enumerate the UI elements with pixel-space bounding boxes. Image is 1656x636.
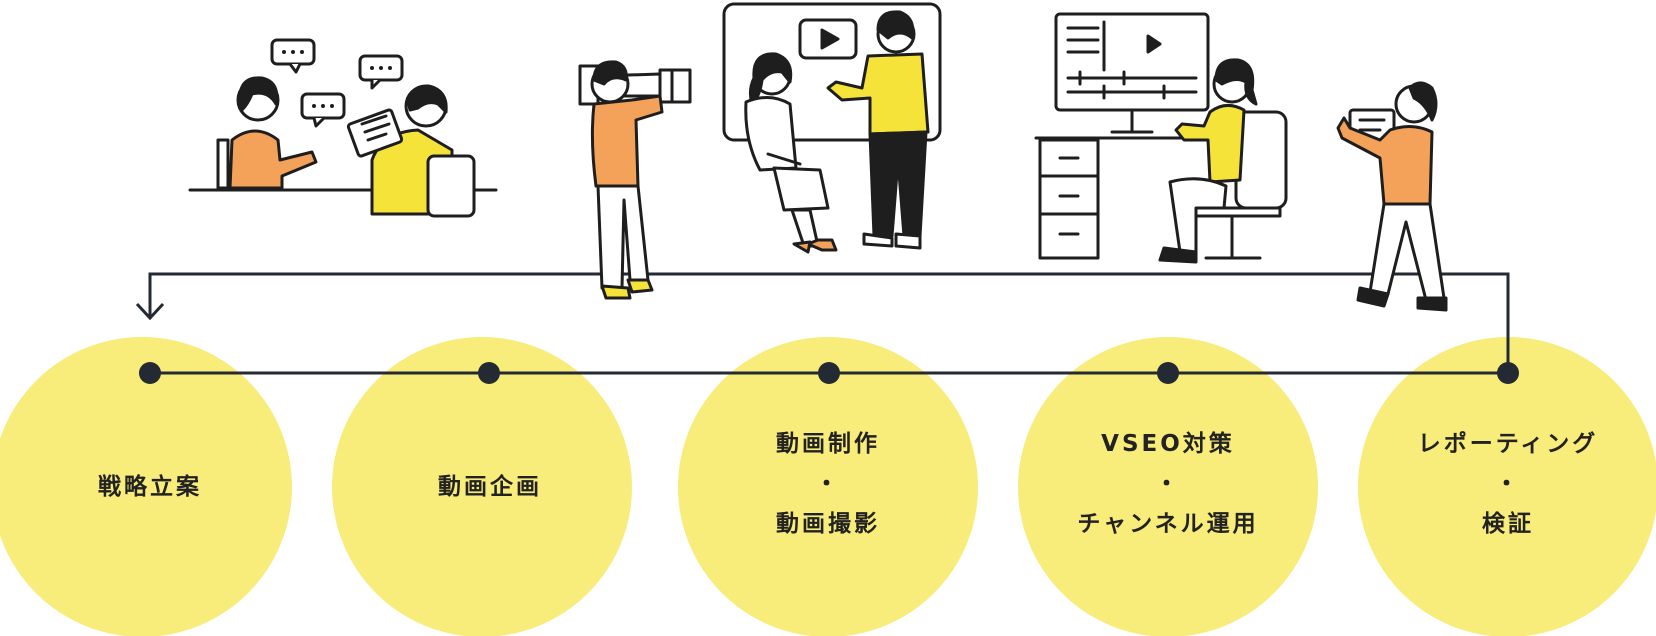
cameraman-illustration-icon	[578, 60, 692, 300]
step-circles	[0, 337, 1656, 636]
timeline-dot-4	[1157, 362, 1179, 384]
step-label-3: 動画制作 ・ 動画撮影	[678, 424, 978, 544]
step-label-5-line-2: ・	[1495, 471, 1521, 497]
step-label-2: 動画企画	[340, 467, 640, 507]
step-label-4-line-3: チャンネル運用	[1077, 511, 1259, 537]
step-label-3-line-2: ・	[815, 471, 841, 497]
meeting-illustration-icon	[188, 38, 498, 218]
timeline-dots	[139, 362, 1519, 384]
step-label-1-line-1: 戦略立案	[98, 474, 202, 500]
timeline-dot-2	[478, 362, 500, 384]
video-screen-illustration-icon	[722, 2, 942, 254]
timeline-dot-1	[139, 362, 161, 384]
loop-arrow-head-icon	[135, 302, 165, 321]
timeline-dot-5	[1497, 362, 1519, 384]
step-label-5: レポーティング ・ 検証	[1358, 424, 1656, 544]
timeline-dot-3	[818, 362, 840, 384]
step-circle-3	[678, 337, 978, 636]
step-label-4-line-2: ・	[1155, 471, 1181, 497]
step-label-1: 戦略立案	[0, 467, 300, 507]
loop-back-line	[148, 272, 1510, 373]
step-label-5-line-1: レポーティング	[1417, 431, 1599, 457]
step-label-3-line-1: 動画制作	[776, 431, 880, 457]
step-label-4: VSEO対策 ・ チャンネル運用	[1018, 424, 1318, 544]
editing-desk-illustration-icon	[1034, 12, 1288, 264]
step-label-3-line-3: 動画撮影	[776, 511, 880, 537]
presenter-illustration-icon	[1336, 81, 1448, 312]
step-label-4-line-1: VSEO対策	[1101, 431, 1235, 457]
step-circle-2	[332, 337, 632, 636]
step-label-5-line-3: 検証	[1482, 511, 1534, 537]
step-circle-1	[0, 337, 292, 636]
step-circle-5	[1358, 337, 1656, 636]
step-label-2-line-1: 動画企画	[438, 474, 542, 500]
step-circle-4	[1018, 337, 1318, 636]
